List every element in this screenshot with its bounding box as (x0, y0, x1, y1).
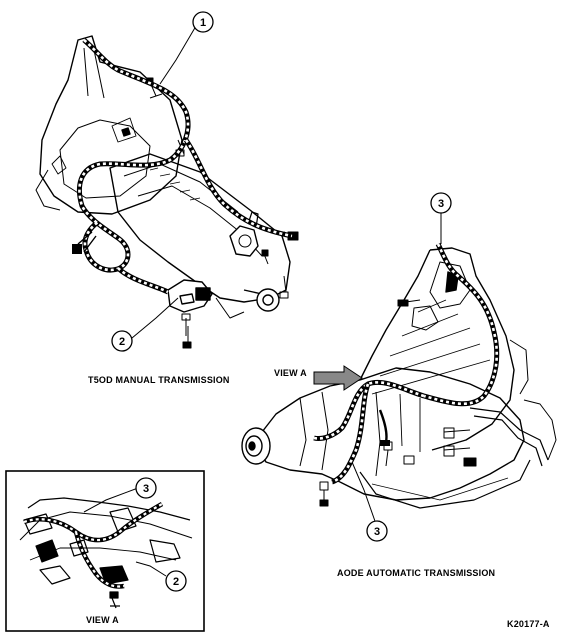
callout-2-inset: 2 (165, 570, 187, 592)
callout-3-auto-top-label: 3 (438, 198, 444, 210)
automatic-transmission-caption: AODE AUTOMATIC TRANSMISSION (337, 568, 496, 578)
figure-id: K20177-A (507, 619, 550, 629)
callout-3-inset: 3 (135, 477, 157, 499)
view-a-inset (5, 470, 205, 632)
view-a-arrow (313, 365, 363, 391)
view-a-arrow-label: VIEW A (274, 368, 307, 378)
callout-2-inset-label: 2 (173, 576, 179, 588)
manual-wiring-harness (72, 38, 293, 295)
callout-2-manual-label: 2 (119, 336, 125, 348)
inset-caption: VIEW A (86, 615, 119, 625)
automatic-wiring-harness (313, 242, 500, 485)
callout-3-auto-bottom: 3 (366, 520, 388, 542)
callout-1-label: 1 (200, 17, 206, 29)
manual-transmission-caption: T5OD MANUAL TRANSMISSION (88, 375, 230, 385)
callout-3-auto-bottom-label: 3 (374, 526, 380, 538)
callout-3-inset-label: 3 (143, 483, 149, 495)
callout-1: 1 (192, 11, 214, 33)
callout-leaders (83, 25, 442, 577)
callout-2-manual: 2 (111, 330, 133, 352)
automatic-transmission-drawing (241, 247, 557, 509)
callout-3-auto-top: 3 (430, 192, 452, 214)
manual-transmission-drawing (35, 35, 299, 349)
